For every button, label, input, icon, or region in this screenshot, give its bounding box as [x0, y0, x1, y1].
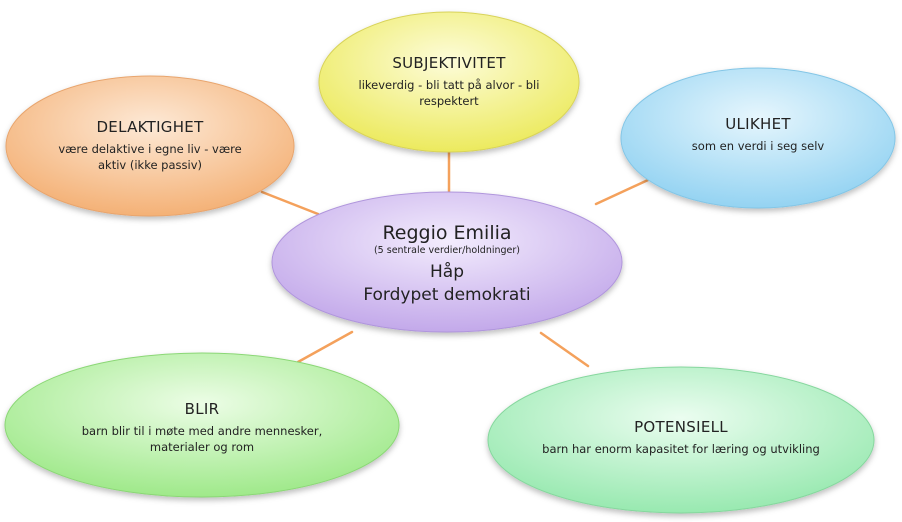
subjektivitet-title: SUBJEKTIVITET [392, 54, 506, 73]
blir-node: BLIR barn blir til i møte med andre menn… [55, 390, 349, 466]
ulikhet-node: ULIKHET som en verdi i seg selv [660, 100, 856, 170]
subjektivitet-ellipse [318, 11, 580, 153]
connector-potensiell [539, 331, 590, 368]
delaktighet-desc: være delaktive i egne liv - være aktiv (… [58, 142, 242, 172]
blir-desc: barn blir til i møte med andre mennesker… [81, 424, 323, 454]
connector-ulikhet [594, 178, 650, 206]
blir-ellipse [4, 352, 400, 498]
ulikhet-title: ULIKHET [725, 115, 791, 134]
subjektivitet-node: SUBJEKTIVITET likeverdig - bli tatt på a… [355, 42, 543, 122]
center-title: Reggio Emilia [382, 221, 512, 244]
connector-lines [260, 145, 650, 368]
potensiell-desc: barn har enorm kapasitet for læring og u… [542, 442, 820, 457]
center-subtitle: (5 sentrale verdier/holdninger) [373, 244, 521, 256]
potensiell-ellipse [487, 366, 875, 514]
connector-blir [296, 330, 354, 364]
center-line1: Håp [430, 261, 464, 282]
subjektivitet-desc: likeverdig - bli tatt på alvor - bli res… [358, 78, 540, 108]
ulikhet-ellipse [620, 67, 896, 209]
center-line2: Fordypet demokrati [363, 284, 531, 305]
blir-title: BLIR [184, 400, 220, 419]
potensiell-title: POTENSIELL [634, 418, 728, 437]
delaktighet-title: DELAKTIGHET [96, 118, 204, 137]
ulikhet-desc: som en verdi i seg selv [691, 139, 825, 154]
center-ellipse [271, 191, 623, 333]
delaktighet-ellipse [5, 75, 295, 217]
connector-delaktighet [260, 190, 320, 216]
potensiell-node: POTENSIELL barn har enorm kapasitet for … [540, 400, 822, 476]
delaktighet-node: DELAKTIGHET være delaktive i egne liv - … [45, 106, 255, 186]
center-node: Reggio Emilia (5 sentrale verdier/holdni… [300, 212, 594, 316]
